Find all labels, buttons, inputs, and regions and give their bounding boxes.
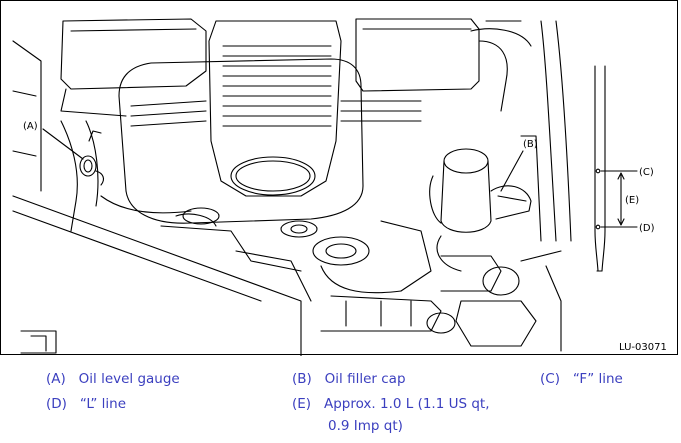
legend-c-key: (C) (540, 371, 560, 387)
legend-e-key: (E) (292, 396, 312, 412)
legend-e-text-line2: 0.9 Imp qt) (328, 418, 403, 434)
legend-item-e: (E) Approx. 1.0 L (1.1 US qt, (292, 393, 490, 415)
legend-item-c: (C) “F” line (540, 368, 623, 390)
legend-a-text: Oil level gauge (78, 371, 180, 387)
left-intake-housing (60, 18, 207, 127)
callout-c-label: (C) (639, 167, 654, 178)
oil-filler-cap-assembly (429, 135, 542, 272)
callout-a-label: (A) (23, 121, 38, 132)
legend-item-d: (D) “L” line (46, 393, 126, 415)
center-engine-parts (280, 220, 442, 332)
figure-id-label: LU-03071 (619, 342, 667, 353)
callout-b-label: (B) (523, 139, 538, 150)
legend-d-text: “L” line (79, 396, 127, 412)
oil-level-gauge-handle (79, 130, 105, 186)
legend-item-b: (B) Oil filler cap (292, 368, 406, 390)
dipstick-inset (594, 65, 638, 272)
legend-e-text-line1: Approx. 1.0 L (1.1 US qt, (323, 396, 490, 412)
legend-item-e-continued: 0.9 Imp qt) (328, 415, 403, 437)
engine-cover (118, 20, 364, 224)
callout-e-label: (E) (625, 195, 639, 206)
legend-b-text: Oil filler cap (324, 371, 406, 387)
engine-figure-frame: (A) (B) (C) (E) (D) LU-03071 (0, 0, 678, 356)
legend-a-key: (A) (46, 371, 66, 387)
right-intake-housing (340, 18, 532, 122)
engine-line-drawing: (A) (B) (C) (E) (D) LU-03071 (12, 18, 667, 356)
callout-d-label: (D) (639, 223, 655, 234)
legend-b-key: (B) (292, 371, 312, 387)
left-body-structure (12, 40, 302, 356)
right-engine-parts (426, 20, 572, 352)
legend-d-key: (D) (46, 396, 67, 412)
legend-item-a: (A) Oil level gauge (46, 368, 180, 390)
legend-c-text: “F” line (572, 371, 623, 387)
callout-leaders (42, 128, 524, 192)
left-engine-parts (60, 120, 312, 302)
